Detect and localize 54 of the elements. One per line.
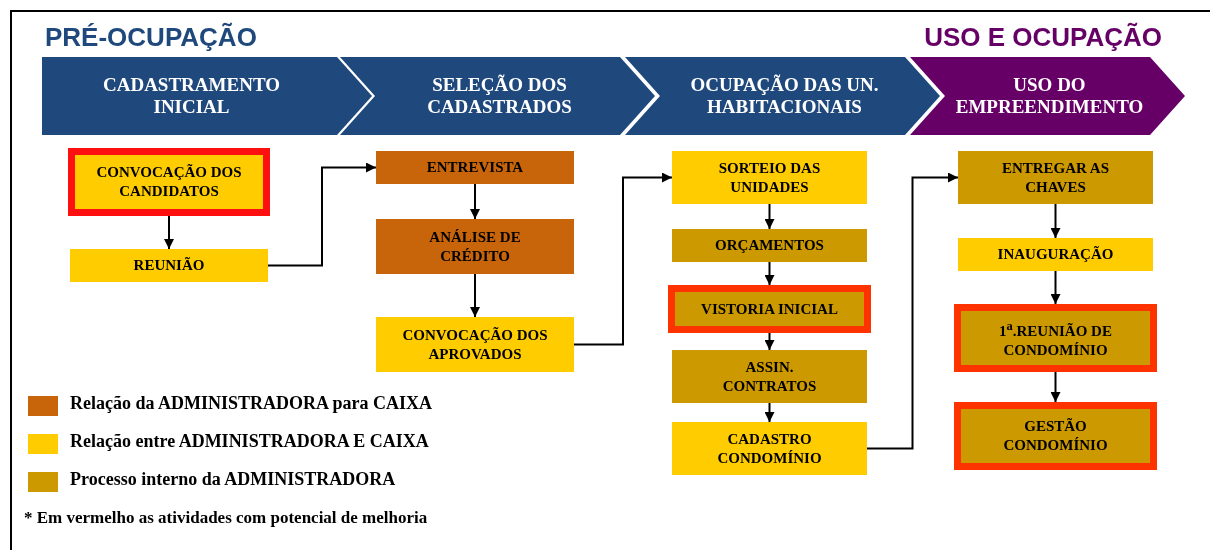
box-label: CADASTRO CONDOMÍNIO	[716, 429, 823, 468]
process-box	[672, 350, 867, 403]
box-label: ENTREVISTA	[426, 158, 524, 177]
process-box	[954, 402, 1157, 470]
footnote: * Em vermelho as atividades com potencial de melhoria	[24, 508, 428, 528]
phase-banner	[910, 57, 1185, 135]
arrow	[764, 332, 775, 351]
box-label: ORÇAMENTOS	[715, 236, 824, 255]
process-box	[958, 238, 1153, 271]
box-label: USO DO EMPREENDIMENTO	[954, 74, 1145, 118]
process-box	[376, 317, 574, 372]
process-box	[376, 219, 574, 274]
process-box	[672, 422, 867, 475]
arrow	[1050, 270, 1061, 305]
process-box	[672, 229, 867, 262]
box-label: REUNIÃO	[133, 256, 205, 275]
box-label: SELEÇÃO DOS CADASTRADOS	[426, 74, 573, 118]
process-box	[376, 151, 574, 184]
process-box	[672, 151, 867, 204]
box-label: VISTORIA INICIAL	[701, 299, 838, 319]
process-box	[954, 304, 1157, 372]
phase-heading: USO E OCUPAÇÃO	[924, 22, 1162, 53]
process-box	[958, 151, 1153, 204]
legend-label: Relação da ADMINISTRADORA para CAIXA	[70, 393, 432, 414]
process-box	[668, 285, 871, 333]
phase-banner	[625, 57, 940, 135]
arrow	[470, 273, 480, 318]
box-label: INAUGURAÇÃO	[997, 245, 1114, 264]
arrow	[164, 215, 174, 250]
arrow	[1050, 371, 1061, 403]
arrow	[764, 261, 775, 286]
arrow	[764, 402, 775, 423]
arrow	[866, 172, 959, 450]
arrow	[764, 203, 775, 230]
arrow	[470, 183, 480, 220]
legend-label: Processo interno da ADMINISTRADORA	[70, 469, 396, 490]
box-label: CONVOCAÇÃO DOS APROVADOS	[401, 325, 549, 364]
arrow	[1050, 203, 1061, 239]
legend-label: Relação entre ADMINISTRADORA E CAIXA	[70, 431, 429, 452]
box-label: ANÁLISE DE CRÉDITO	[428, 227, 522, 266]
process-box	[68, 148, 270, 216]
box-label: ENTREGAR AS CHAVES	[1000, 158, 1111, 197]
box-label: GESTÃO CONDOMÍNIO	[1002, 417, 1109, 455]
box-label: CADASTRAMENTO INICIAL	[102, 74, 281, 118]
arrow	[267, 162, 377, 267]
arrow	[573, 172, 673, 346]
phase-banner	[340, 57, 655, 135]
box-label: ASSIN. CONTRATOS	[721, 357, 818, 396]
box-label: CONVOCAÇÃO DOS CANDIDATOS	[95, 163, 243, 201]
phase-banner	[42, 57, 372, 135]
process-box	[70, 249, 268, 282]
box-label: OCUPAÇÃO DAS UN. HABITACIONAIS	[689, 74, 880, 118]
box-label: SORTEIO DAS UNIDADES	[717, 158, 822, 197]
box-label: 1$^{a}$.REUNIÃO DE CONDOMÍNIO	[998, 317, 1113, 360]
